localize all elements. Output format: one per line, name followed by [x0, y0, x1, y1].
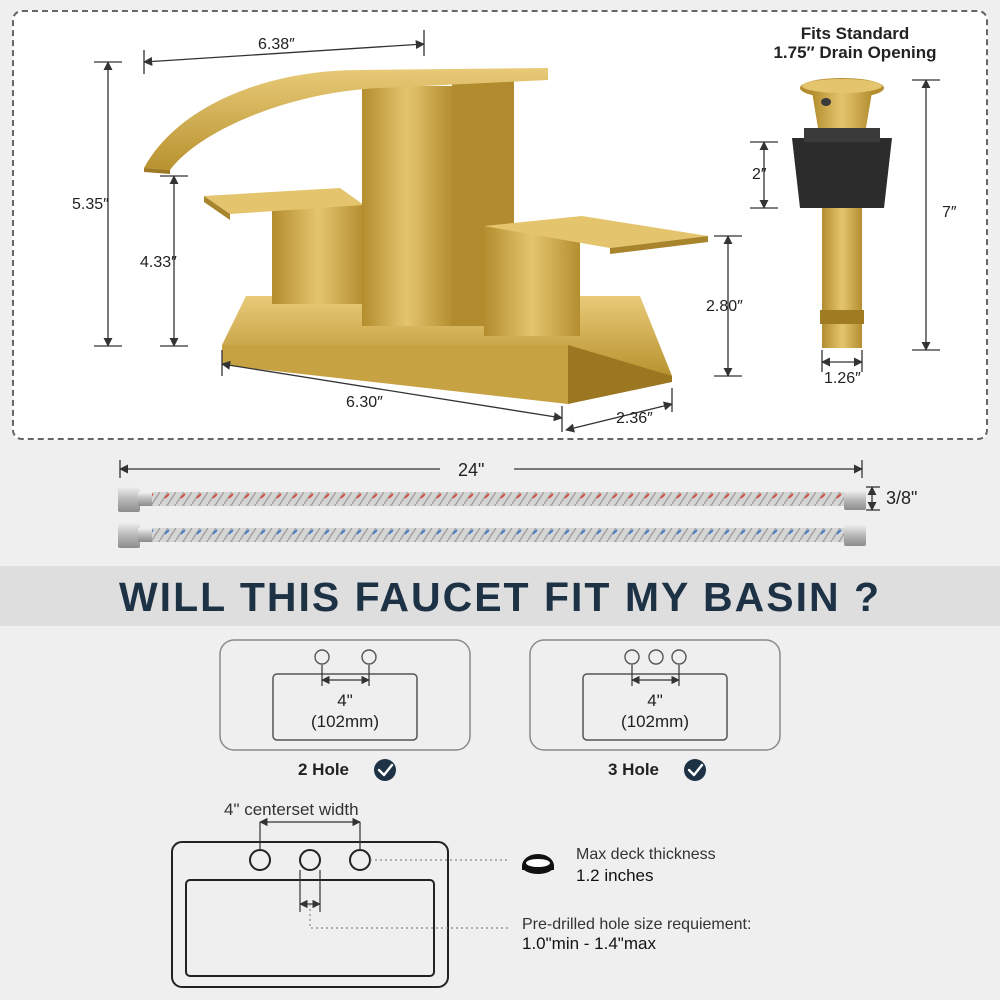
drain-title-line2: 1.75″ Drain Opening	[773, 43, 937, 62]
drain-length-label: 7″	[942, 204, 957, 221]
drain-cap	[812, 92, 872, 128]
basin-3-spacing: 4" (102mm)	[583, 690, 727, 732]
hose-nut-right	[844, 490, 866, 510]
waterfall-spout	[144, 68, 548, 170]
deck-thickness-value: 1.2 inches	[576, 866, 654, 885]
faucet-center-body	[362, 86, 452, 326]
drain-gasket	[792, 138, 892, 208]
tap-hole	[299, 849, 321, 871]
hose-connector-label: 3/8"	[886, 488, 918, 508]
drain-title-line1: Fits Standard	[800, 24, 910, 43]
base-depth-label: 2.36″	[616, 410, 653, 427]
hose-nut-left	[118, 522, 140, 548]
spacing-inches: 4"	[647, 691, 663, 710]
right-handle-body	[484, 226, 580, 336]
check-icon	[374, 759, 396, 781]
handle-height-label: 2.80″	[706, 298, 743, 315]
three-hole-label: 3 Hole	[608, 760, 660, 779]
hose-length-line	[119, 460, 880, 511]
two-hole-label: 2 Hole	[298, 760, 350, 779]
tap-hole	[361, 649, 377, 665]
hose-length-label: 24"	[458, 460, 485, 480]
drain-diameter-label: 1.26″	[824, 370, 861, 387]
fit-question-banner	[0, 566, 1000, 626]
fit-question-title: WILL THIS FAUCET FIT MY BASIN ?	[118, 574, 882, 620]
spout-length-label: 6.38″	[258, 36, 295, 53]
right-handle-lever	[484, 216, 708, 248]
tap-hole	[314, 649, 330, 665]
tap-hole	[648, 649, 664, 665]
deck-thickness-icon	[522, 854, 554, 874]
basin-card-2-hole	[219, 639, 471, 751]
drain-illustration	[792, 78, 892, 348]
tap-hole	[249, 849, 271, 871]
sink-spec-diagram	[171, 817, 510, 988]
faucet-base-front	[222, 345, 568, 404]
drain-cap-height-label: 2″	[752, 166, 767, 183]
tap-hole	[349, 849, 371, 871]
total-height-label: 5.35″	[72, 196, 109, 213]
drain-tail-pipe	[822, 208, 862, 348]
hole-size-value: 1.0"min - 1.4"max	[522, 934, 656, 953]
hose-nut-right	[844, 524, 866, 546]
basin-card-3-hole	[529, 639, 781, 751]
centerset-width-label: 4" centerset width	[224, 800, 359, 819]
spacing-inches: 4"	[337, 691, 353, 710]
hot-water-hose	[118, 486, 866, 512]
check-icon	[684, 759, 706, 781]
hose-nut-left	[118, 486, 140, 512]
faucet-dimension-lines	[94, 30, 742, 433]
tap-hole	[671, 649, 687, 665]
spout-height-label: 4.33″	[140, 254, 177, 271]
basin-2-spacing: 4" (102mm)	[273, 690, 417, 732]
cold-water-hose	[118, 522, 866, 548]
drain-dimension-lines	[750, 79, 940, 372]
deck-thickness-label: Max deck thickness	[576, 846, 716, 863]
left-handle-lever	[204, 188, 364, 214]
spacing-mm: (102mm)	[310, 712, 379, 731]
base-length-label: 6.30″	[346, 394, 383, 411]
tap-hole	[624, 649, 640, 665]
drain-fit-title: Fits Standard 1.75″ Drain Opening	[730, 24, 980, 62]
faucet-illustration	[144, 68, 708, 404]
left-handle-body	[272, 204, 364, 304]
spacing-mm: (102mm)	[620, 712, 689, 731]
hole-size-label: Pre-drilled hole size requiement:	[522, 916, 752, 933]
